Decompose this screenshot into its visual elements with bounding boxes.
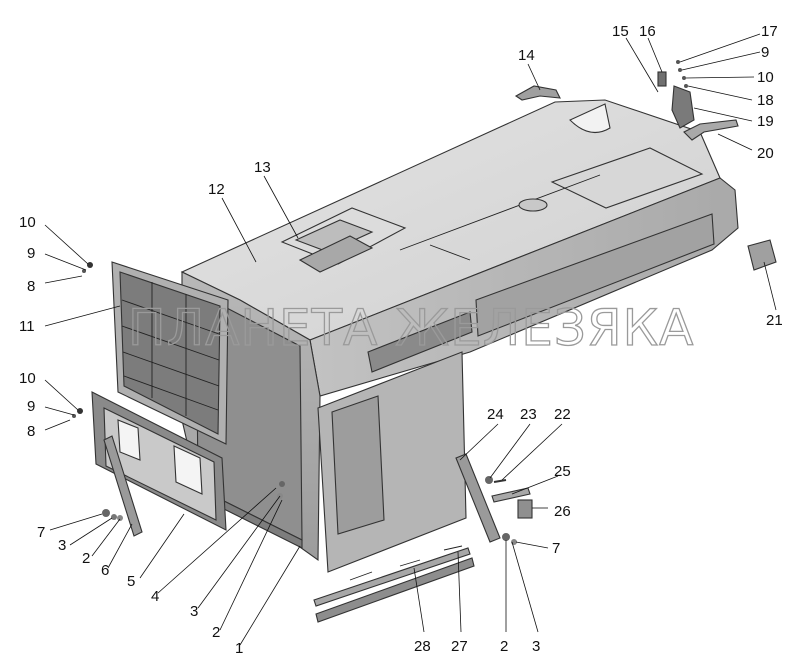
hood-side-slot [367,311,473,373]
watermark: ПЛАНЕТА ЖЕЛЕЗЯКА [128,299,694,357]
callout-28: 28 [414,638,431,655]
part-22 [493,479,507,483]
callout-2-left: 2 [82,550,90,567]
callout-10-left: 10 [19,214,36,231]
callout-10-lower: 10 [19,370,36,387]
panel-strut-left [103,435,143,537]
radiator-grille [111,261,229,445]
callout-6: 6 [101,562,109,579]
callout-9-right: 9 [761,44,769,61]
callout-1: 1 [235,640,243,657]
callout-8-left: 8 [27,278,35,295]
callout-25: 25 [554,463,571,480]
callout-26: 26 [554,503,571,520]
panel-strut-right [455,453,501,543]
callout-2-mid: 2 [212,624,220,641]
callout-20: 20 [757,145,774,162]
callout-14: 14 [518,47,535,64]
callout-15: 15 [612,23,629,40]
callout-16: 16 [639,23,656,40]
callout-3-mid: 3 [190,603,198,620]
callout-2-right: 2 [500,638,508,655]
callout-7-right: 7 [552,540,560,557]
hood-top-hatch [550,147,704,209]
callout-12: 12 [208,181,225,198]
callout-labels: 10 9 8 11 10 9 8 7 3 2 6 5 4 3 2 1 12 13… [19,23,783,657]
callout-5: 5 [127,573,135,590]
callout-3-left: 3 [58,537,66,554]
hood-side-skirt-panel [331,395,385,535]
callout-18: 18 [757,92,774,109]
callout-9-left: 9 [27,245,35,262]
seal-strip-27 [313,547,471,607]
callout-17: 17 [761,23,778,40]
bracket-14 [514,85,561,101]
bracket-20 [683,119,739,141]
part-16 [657,71,667,87]
fasteners [72,60,688,545]
callout-9-lower: 9 [27,398,35,415]
front-panel [91,391,227,531]
bracket-21 [747,239,777,271]
callout-13: 13 [254,159,271,176]
part-26 [517,499,533,519]
callout-11: 11 [19,318,35,335]
leader-lines [44,33,777,646]
callout-19: 19 [757,113,774,130]
hood-filler-cap [518,198,548,212]
callout-23: 23 [520,406,537,423]
callout-4: 4 [151,588,159,605]
callout-3-right: 3 [532,638,540,655]
bracket-19 [671,85,695,129]
air-intake [280,207,407,273]
hood-side-recess [475,213,715,337]
callout-22: 22 [554,406,571,423]
callout-24: 24 [487,406,504,423]
callout-21: 21 [766,312,783,329]
seal-strip-28 [315,557,475,623]
hood-rear-cutout [569,103,611,134]
callout-10-right: 10 [757,69,774,86]
callout-8-lower: 8 [27,423,35,440]
callout-7-left: 7 [37,524,45,541]
callout-27: 27 [451,638,468,655]
part-25 [491,487,531,503]
